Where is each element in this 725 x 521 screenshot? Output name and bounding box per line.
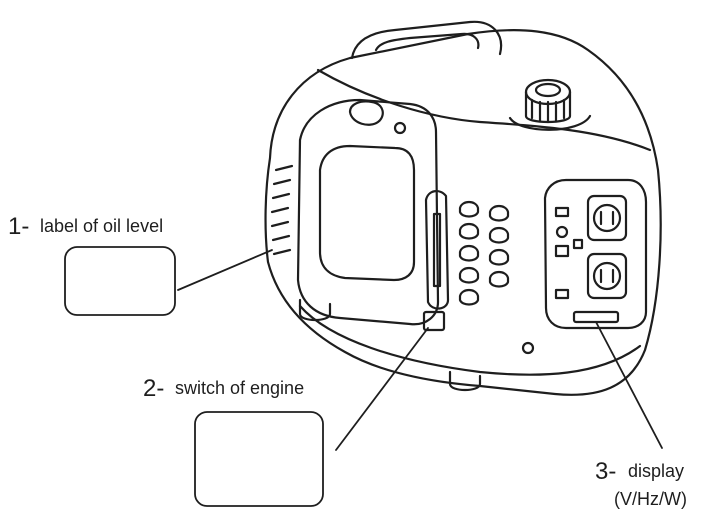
- generator-illustration: [266, 22, 661, 395]
- fuel-cap: [510, 80, 590, 130]
- side-panel-window: [320, 146, 414, 280]
- outlet-bottom: [588, 254, 626, 298]
- callout-2-text: switch of engine: [175, 378, 304, 398]
- foot-center: [450, 372, 480, 390]
- engine-switch-label-box: [195, 412, 323, 506]
- display-window: [574, 312, 618, 322]
- callout-1-number: 1-: [8, 213, 29, 240]
- callout-3-subtext: (V/Hz/W): [614, 489, 687, 509]
- leader-line-display: [596, 322, 662, 448]
- outlet-top: [588, 196, 626, 240]
- callout-3-number: 3-: [595, 458, 616, 485]
- callout-3-text: display: [628, 461, 684, 481]
- leader-line-oil-level: [178, 250, 272, 290]
- leader-line-engine-switch: [336, 328, 428, 450]
- panel-small-controls: [556, 208, 582, 298]
- oil-level-label-box: [65, 247, 175, 315]
- bottom-seam: [300, 306, 640, 375]
- center-vents: [460, 202, 508, 305]
- left-vents: [272, 166, 292, 254]
- callout-1-text: label of oil level: [40, 216, 163, 236]
- body-seam: [318, 70, 650, 150]
- callout-2-number: 2-: [143, 375, 164, 402]
- side-panel-knob: [350, 101, 383, 124]
